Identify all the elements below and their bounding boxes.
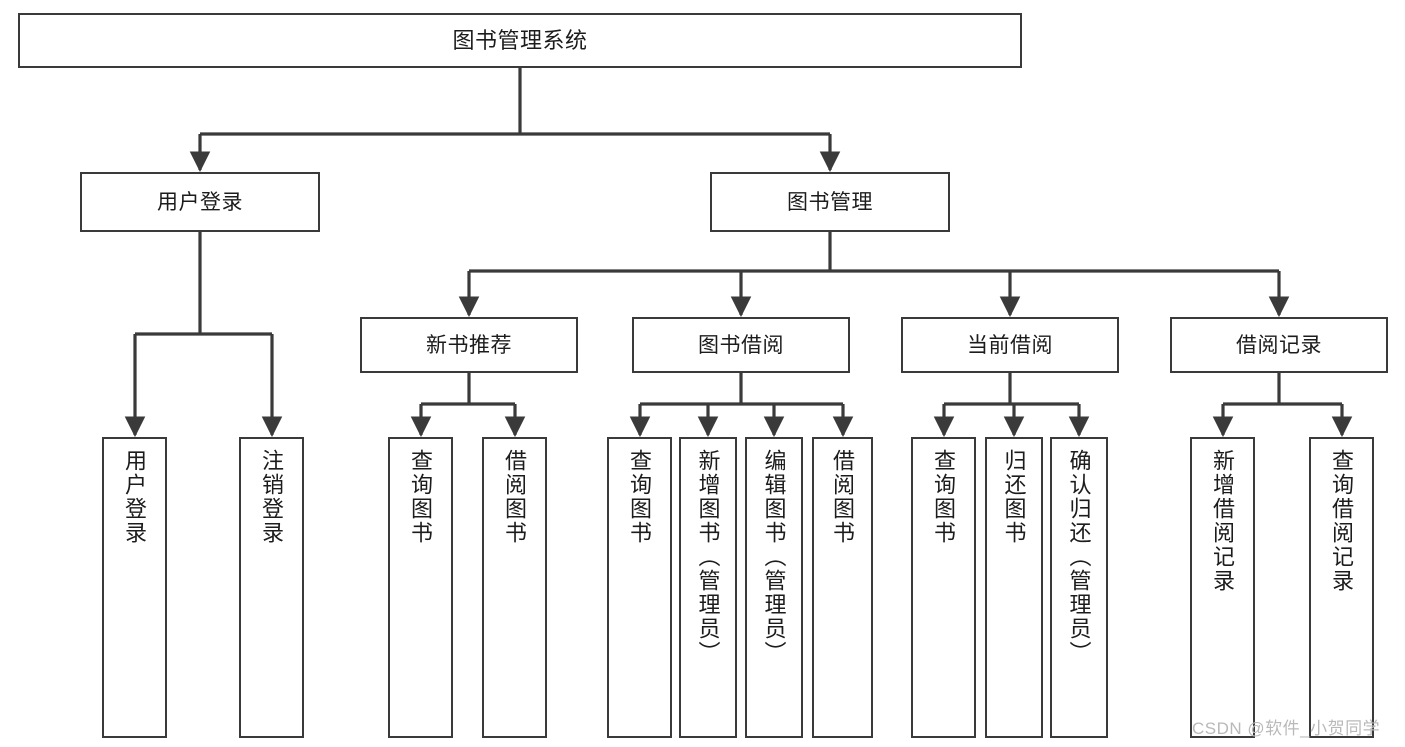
node-label: 图书借阅: [698, 333, 784, 357]
node-leaf-confirm-return-admin[interactable]: 确认归还（管理员）: [1050, 437, 1108, 738]
node-label: 归还图书: [1001, 449, 1027, 545]
node-label: 借阅图书: [502, 449, 528, 545]
node-leaf-add-book-admin[interactable]: 新增图书（管理员）: [679, 437, 737, 738]
node-label: 借阅记录: [1236, 333, 1322, 357]
node-label: 借阅图书: [830, 449, 856, 545]
node-label: 查询图书: [931, 449, 957, 545]
node-current-borrow[interactable]: 当前借阅: [901, 317, 1119, 373]
node-book-manage[interactable]: 图书管理: [710, 172, 950, 232]
node-leaf-query-book-borrow[interactable]: 查询图书: [607, 437, 672, 738]
node-label: 查询借阅记录: [1329, 449, 1355, 593]
node-new-book-rec[interactable]: 新书推荐: [360, 317, 578, 373]
node-leaf-add-borrow-record[interactable]: 新增借阅记录: [1190, 437, 1255, 738]
node-leaf-edit-book-admin[interactable]: 编辑图书（管理员）: [745, 437, 803, 738]
node-label: 查询图书: [627, 449, 653, 545]
node-borrow-record[interactable]: 借阅记录: [1170, 317, 1388, 373]
node-leaf-query-book-current[interactable]: 查询图书: [911, 437, 976, 738]
node-label: 图书管理系统: [452, 27, 588, 53]
node-leaf-logout-login[interactable]: 注销登录: [239, 437, 304, 738]
node-label: 新书推荐: [426, 333, 512, 357]
node-label: 查询图书: [408, 449, 434, 545]
node-leaf-borrow-book[interactable]: 借阅图书: [812, 437, 873, 738]
node-label: 确认归还（管理员）: [1066, 449, 1092, 665]
node-leaf-return-book[interactable]: 归还图书: [985, 437, 1043, 738]
node-label: 新增图书（管理员）: [695, 449, 721, 665]
node-label: 用户登录: [122, 449, 148, 545]
node-user-login[interactable]: 用户登录: [80, 172, 320, 232]
node-label: 图书管理: [787, 190, 873, 214]
node-leaf-query-borrow-record[interactable]: 查询借阅记录: [1309, 437, 1374, 738]
node-root[interactable]: 图书管理系统: [18, 13, 1022, 68]
node-label: 注销登录: [259, 449, 285, 545]
node-label: 当前借阅: [967, 333, 1053, 357]
node-book-borrow[interactable]: 图书借阅: [632, 317, 850, 373]
node-leaf-borrow-book-rec[interactable]: 借阅图书: [482, 437, 547, 738]
node-label: 编辑图书（管理员）: [761, 449, 787, 665]
node-leaf-user-login[interactable]: 用户登录: [102, 437, 167, 738]
node-label: 用户登录: [157, 190, 243, 214]
node-leaf-query-book-rec[interactable]: 查询图书: [388, 437, 453, 738]
node-label: 新增借阅记录: [1210, 449, 1236, 593]
csdn-watermark: CSDN @软件_小贺同学: [1192, 719, 1381, 738]
